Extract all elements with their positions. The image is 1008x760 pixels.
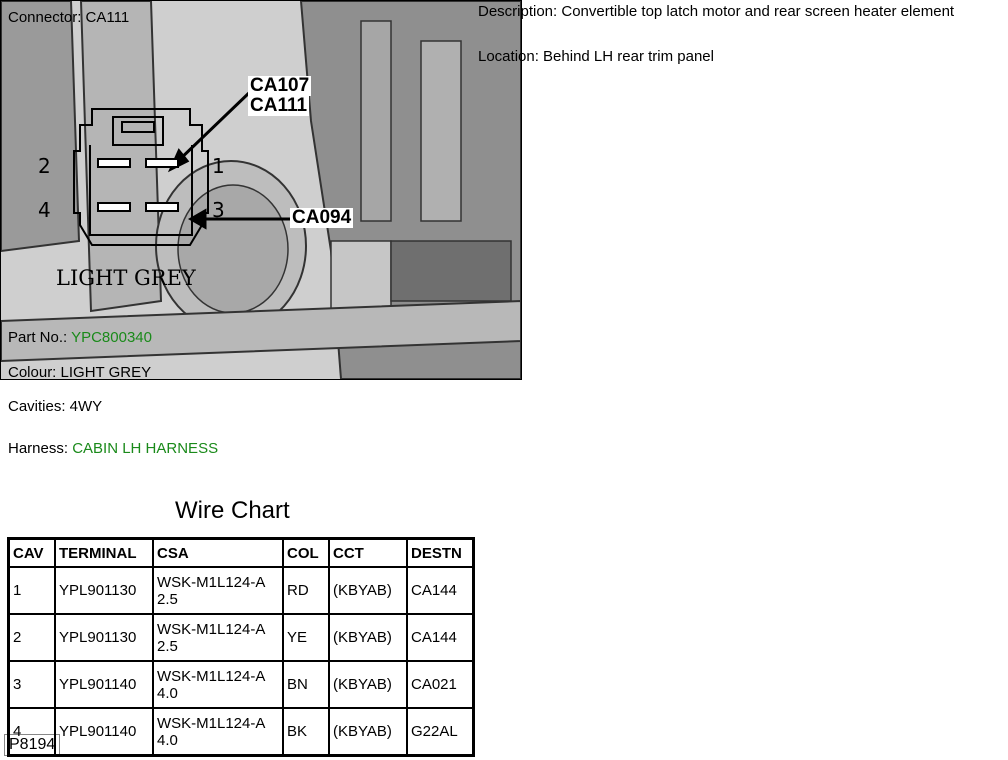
header-csa: CSA: [152, 537, 284, 568]
cell-csa: WSK-M1L124-A 2.5: [152, 566, 284, 615]
cell-cav: 4: [7, 707, 56, 757]
pin-label-2: 2: [38, 154, 51, 178]
cell-destn: CA144: [406, 613, 475, 662]
cell-csa: WSK-M1L124-A 4.0: [152, 707, 284, 757]
callout-ca094: CA094: [290, 207, 354, 228]
part-number-label: Part No.:: [8, 329, 68, 346]
cell-col: RD: [282, 566, 330, 615]
cavities-line: Cavities: 4WY: [8, 398, 103, 415]
harness-label: Harness:: [8, 440, 69, 457]
cell-cav: 2: [7, 613, 56, 662]
table-row: 2 YPL901130 WSK-M1L124-A 2.5 YE (KBYAB) …: [7, 613, 475, 662]
cell-destn: CA144: [406, 566, 475, 615]
colour-line: Colour: LIGHT GREY: [8, 364, 152, 381]
cell-csa: WSK-M1L124-A 2.5: [152, 613, 284, 662]
callout-ca111: CA111: [248, 95, 310, 116]
cell-terminal: YPL901130: [54, 566, 154, 615]
table-row: 1 YPL901130 WSK-M1L124-A 2.5 RD (KBYAB) …: [7, 566, 475, 615]
cell-cav: 1: [7, 566, 56, 615]
cell-destn: G22AL: [406, 707, 475, 757]
pinout-colour-label: LIGHT GREY: [56, 266, 197, 290]
cell-cct: (KBYAB): [328, 613, 408, 662]
harness-link[interactable]: CABIN LH HARNESS: [72, 440, 219, 457]
cavity-3: [145, 202, 179, 212]
header-destn: DESTN: [406, 537, 475, 568]
connector-location: Location: Behind LH rear trim panel: [478, 48, 714, 65]
table-row: 4 YPL901140 WSK-M1L124-A 4.0 BK (KBYAB) …: [7, 707, 475, 757]
cell-cct: (KBYAB): [328, 707, 408, 757]
cell-terminal: YPL901140: [54, 660, 154, 709]
cell-cct: (KBYAB): [328, 566, 408, 615]
connector-pinout-diagram: 2 1 4 3 LIGHT GREY: [38, 108, 225, 290]
part-number-link[interactable]: YPC800340: [71, 329, 152, 346]
cell-destn: CA021: [406, 660, 475, 709]
cell-cct: (KBYAB): [328, 660, 408, 709]
callout-ca107: CA107: [248, 75, 312, 96]
cell-cav: 3: [7, 660, 56, 709]
connector-description: Description: Convertible top latch motor…: [478, 3, 955, 20]
connector-title: Connector: CA111: [8, 9, 130, 26]
pin-label-1: 1: [212, 154, 225, 178]
cell-col: BN: [282, 660, 330, 709]
cavity-1: [145, 158, 179, 168]
table-header-row: CAV TERMINAL CSA COL CCT DESTN: [7, 537, 475, 568]
cell-col: YE: [282, 613, 330, 662]
cell-csa: WSK-M1L124-A 4.0: [152, 660, 284, 709]
header-cav: CAV: [7, 537, 56, 568]
cavity-2: [97, 158, 131, 168]
location-photo-illustration: [1, 1, 521, 379]
pin-label-4: 4: [38, 198, 51, 222]
location-photo: CA107 CA111 CA094 P8194: [0, 0, 522, 756]
pin-label-3: 3: [212, 198, 225, 222]
cell-col: BK: [282, 707, 330, 757]
cell-terminal: YPL901130: [54, 613, 154, 662]
harness-line: Harness: CABIN LH HARNESS: [8, 440, 218, 457]
header-col: COL: [282, 537, 330, 568]
cavity-4: [97, 202, 131, 212]
header-cct: CCT: [328, 537, 408, 568]
table-row: 3 YPL901140 WSK-M1L124-A 4.0 BN (KBYAB) …: [7, 660, 475, 709]
part-number-line: Part No.: YPC800340: [8, 329, 152, 346]
wire-chart-table: CAV TERMINAL CSA COL CCT DESTN 1 YPL9011…: [7, 537, 475, 757]
header-terminal: TERMINAL: [54, 537, 154, 568]
wire-chart-title: Wire Chart: [175, 497, 290, 524]
cell-terminal: YPL901140: [54, 707, 154, 757]
